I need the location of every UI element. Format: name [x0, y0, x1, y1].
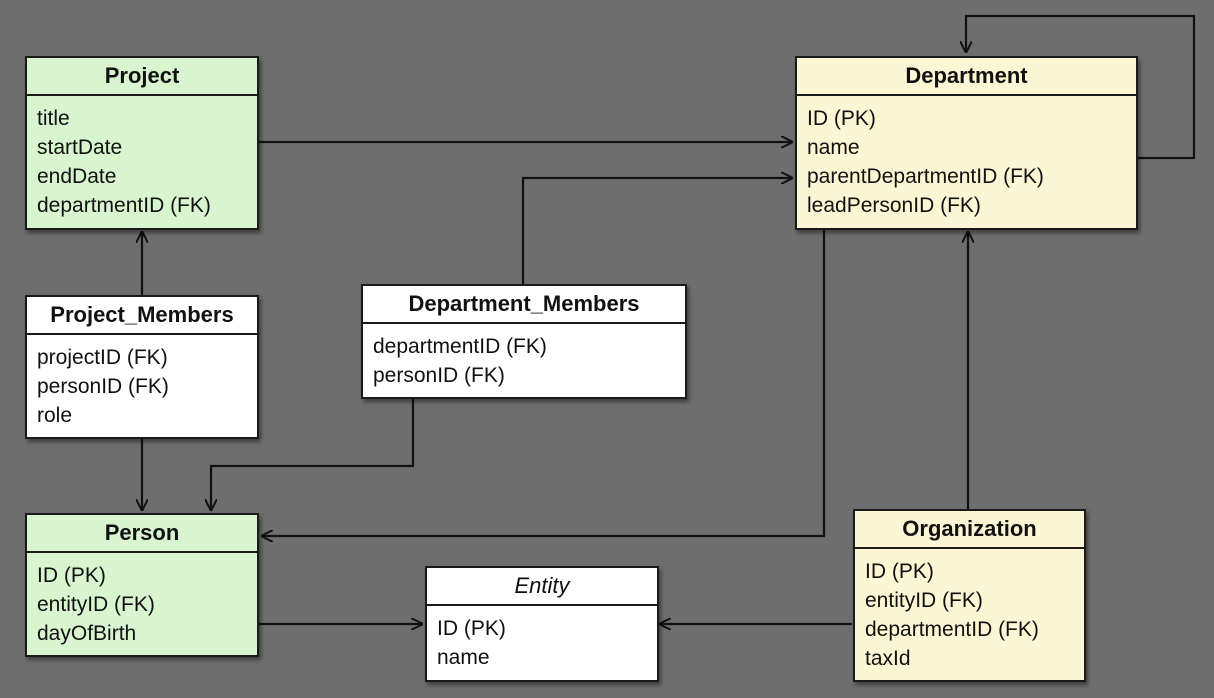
- entity-person[interactable]: Person ID (PK) entityID (FK) dayOfBirth: [25, 513, 259, 657]
- field-item: ID (PK): [865, 560, 934, 583]
- field-item: dayOfBirth: [37, 622, 137, 645]
- field-item: parentDepartmentID (FK): [807, 165, 1044, 188]
- edge-department-members-to-person: [211, 399, 415, 510]
- edge-department-self-reference: [966, 14, 1196, 160]
- entity-organization[interactable]: Organization ID (PK) entityID (FK) depar…: [853, 509, 1086, 682]
- entity-department[interactable]: Department ID (PK) name parentDepartment…: [795, 56, 1138, 230]
- edge-department-to-person: [262, 229, 826, 536]
- entity-project[interactable]: Project title startDate endDate departme…: [25, 56, 259, 230]
- entity-department-members[interactable]: Department_Members departmentID (FK) per…: [361, 284, 687, 399]
- entity-title: Department: [797, 58, 1136, 96]
- entity-project-members[interactable]: Project_Members projectID (FK) personID …: [25, 295, 259, 439]
- field-item: name: [807, 136, 860, 159]
- entity-title: Project_Members: [27, 297, 257, 335]
- field-item: leadPersonID (FK): [807, 194, 981, 217]
- entity-title: Project: [27, 58, 257, 96]
- field-list: ID (PK) entityID (FK) dayOfBirth: [27, 553, 257, 648]
- field-list: ID (PK) name parentDepartmentID (FK) lea…: [797, 96, 1136, 220]
- field-item: departmentID (FK): [865, 618, 1039, 641]
- field-item: name: [437, 646, 490, 669]
- field-list: ID (PK) name: [427, 606, 657, 672]
- field-item: ID (PK): [437, 617, 506, 640]
- field-list: title startDate endDate departmentID (FK…: [27, 96, 257, 220]
- field-list: departmentID (FK) personID (FK): [363, 324, 685, 390]
- entity-title: Organization: [855, 511, 1084, 549]
- field-list: projectID (FK) personID (FK) role: [27, 335, 257, 430]
- field-item: departmentID (FK): [373, 335, 547, 358]
- edge-department-members-to-department: [521, 178, 792, 286]
- field-item: startDate: [37, 136, 123, 159]
- field-list: ID (PK) entityID (FK) departmentID (FK) …: [855, 549, 1084, 673]
- field-item: taxId: [865, 647, 911, 670]
- field-item: personID (FK): [37, 375, 169, 398]
- entity-title: Department_Members: [363, 286, 685, 324]
- field-item: projectID (FK): [37, 346, 168, 369]
- entity-title: Person: [27, 515, 257, 553]
- field-item: endDate: [37, 165, 117, 188]
- entity-entity[interactable]: Entity ID (PK) name: [425, 566, 659, 682]
- field-item: role: [37, 404, 73, 427]
- field-item: departmentID (FK): [37, 194, 211, 217]
- field-item: entityID (FK): [37, 593, 155, 616]
- entity-title: Entity: [427, 568, 657, 606]
- field-item: title: [37, 107, 70, 130]
- field-item: ID (PK): [807, 107, 876, 130]
- field-item: ID (PK): [37, 564, 106, 587]
- field-item: entityID (FK): [865, 589, 983, 612]
- field-item: personID (FK): [373, 364, 505, 387]
